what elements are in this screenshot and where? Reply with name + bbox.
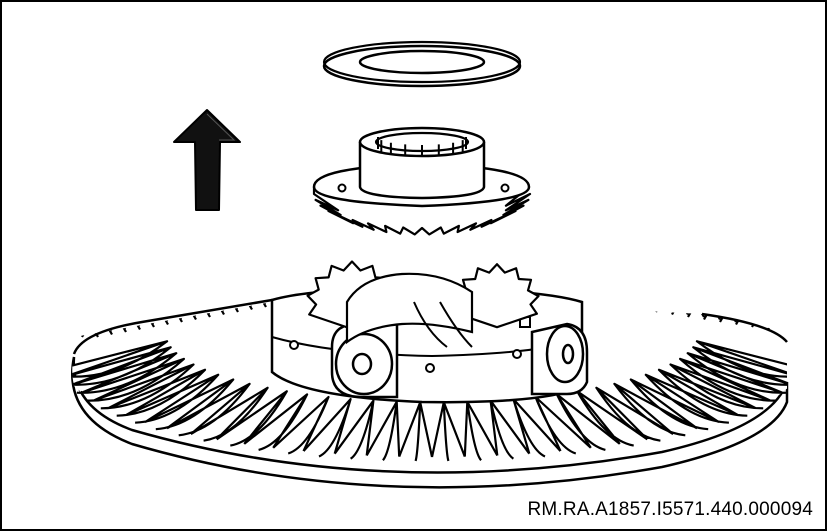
spider-gears (306, 260, 540, 348)
side-gear (312, 126, 532, 236)
pinion-shaft-right (519, 316, 589, 396)
ring-gear (71, 298, 789, 489)
differential-case (270, 260, 589, 404)
pinion-shaft-left (330, 322, 399, 399)
thrust-washer (322, 40, 522, 88)
up-arrow-icon (173, 109, 241, 211)
figure-reference-code: RM.RA.A1857.I5571.440.000094 (527, 499, 813, 520)
